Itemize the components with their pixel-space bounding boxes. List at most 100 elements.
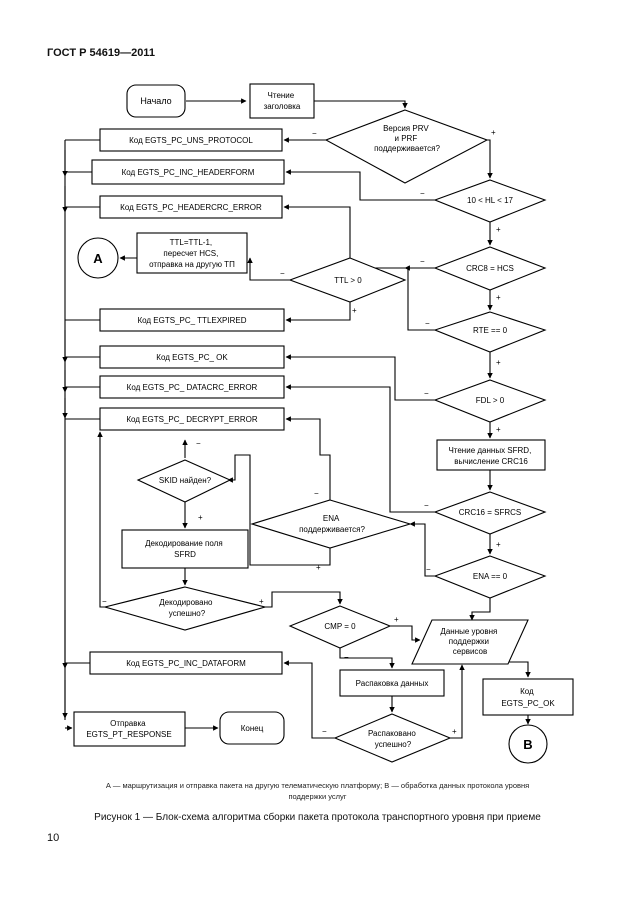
ena-supported-diamond	[250, 499, 412, 549]
end-label: Конец	[241, 724, 264, 733]
fdl-check-diamond	[433, 379, 547, 423]
read-sfrd-line: Чтение данных SFRD,	[448, 446, 531, 455]
code-headercrc-error-box	[99, 195, 283, 219]
send-response-box	[73, 711, 186, 747]
branch-yes: +	[394, 615, 399, 624]
send-response-line: Отправка	[110, 719, 146, 728]
svg-text:Чтение заголовка: Чтение заголовка	[264, 91, 301, 111]
branch-yes: +	[496, 293, 501, 302]
unpack-success-diamond	[333, 713, 452, 763]
branch-no: −	[420, 257, 425, 266]
decode-sfrd-line: SFRD	[174, 550, 196, 559]
version-check-line: Версия PRV	[383, 124, 429, 133]
footnote-line: А — маршрутизация и отправка пакета на д…	[105, 781, 530, 790]
branch-no: −	[424, 389, 429, 398]
code-headercrc-error-label: Код EGTS_PC_HEADERCRC_ERROR	[120, 203, 262, 212]
code-inc-dataform-label: Код EGTS_PC_INC_DATAFORM	[126, 659, 246, 668]
svg-text:TTL=TTL-1, пересчет HCS,: TTL=TTL-1, пересчет HCS, отправка на дру…	[149, 238, 235, 269]
flow-lines	[62, 98, 531, 739]
decode-success-diamond	[102, 586, 268, 631]
branch-no: −	[420, 189, 425, 198]
version-check-diamond	[324, 109, 489, 184]
code-unsupported-protocol-label: Код EGTS_PC_UNS_PROTOCOL	[129, 136, 253, 145]
start-terminal	[126, 84, 186, 118]
ena-check-label: ENA == 0	[473, 572, 508, 581]
ena-check-diamond	[433, 555, 547, 599]
crc8-check-diamond	[433, 246, 547, 291]
read-header-line: заголовка	[264, 102, 301, 111]
branch-yes: +	[452, 727, 457, 736]
branch-no: −	[196, 439, 201, 448]
branch-no: −	[426, 565, 431, 574]
skid-check-diamond	[136, 459, 232, 503]
branch-yes: +	[491, 128, 496, 137]
crc16-check-diamond	[433, 491, 547, 535]
cmp-check-diamond	[288, 605, 392, 649]
code-ok-final-line: Код	[520, 687, 534, 696]
ttl-decrement-line: пересчет HCS,	[163, 249, 218, 258]
page-number: 10	[47, 832, 60, 844]
branch-no: −	[312, 129, 317, 138]
end-terminal	[219, 711, 285, 745]
branch-no: −	[280, 269, 285, 278]
branch-no: −	[102, 597, 107, 606]
decode-success-line: Декодировано	[159, 598, 213, 607]
read-sfrd-box	[436, 439, 546, 471]
branch-yes: +	[496, 225, 501, 234]
figure-caption: Рисунок 1 — Блок-схема алгоритма сборки …	[94, 812, 541, 823]
code-ttl-expired-box	[99, 308, 285, 332]
send-response-line: EGTS_PT_RESPONSE	[86, 730, 171, 739]
code-ok-box	[99, 345, 285, 369]
svg-text:Декодирование поля SFRD: Декодирование поля SFRD	[145, 539, 225, 559]
branch-yes: +	[259, 597, 264, 606]
version-check-line: поддерживается?	[374, 144, 440, 153]
crc16-check-label: CRC16 = SFRCS	[459, 508, 521, 517]
code-ok-final-line: EGTS_PC_OK	[501, 699, 555, 708]
service-data-line: поддержки	[449, 637, 489, 646]
ttl-check-diamond	[288, 257, 407, 303]
branch-no: −	[322, 727, 327, 736]
ttl-decrement-line: отправка на другую ТП	[149, 260, 235, 269]
skid-check-label: SKID найден?	[159, 476, 212, 485]
branch-yes: +	[352, 306, 357, 315]
code-inc-dataform-box	[89, 651, 283, 675]
branch-labels: − + − + − + − − + + − + − + − − + − + − …	[102, 128, 501, 736]
branch-yes: +	[496, 425, 501, 434]
connector-b-label: В	[523, 737, 532, 752]
svg-text:Чтение данных SFRD, вычи: Чтение данных SFRD, вычисление CRC16	[448, 446, 533, 466]
rte-check-label: RTE == 0	[473, 326, 508, 335]
connector-b-circle	[508, 724, 548, 764]
read-sfrd-line: вычисление CRC16	[454, 457, 528, 466]
rte-check-diamond	[433, 311, 547, 353]
hl-check-diamond	[433, 179, 547, 223]
unpack-data-label: Распаковка данных	[356, 679, 429, 688]
ena-supported-line: ENA	[323, 514, 340, 523]
connector-a-circle	[77, 237, 119, 279]
cmp-check-label: CMP = 0	[324, 622, 356, 631]
svg-text:Версия PRV и PRF п: Версия PRV и PRF поддерживается?	[374, 124, 440, 153]
ttl-decrement-box	[136, 232, 248, 274]
version-check-line: и PRF	[395, 134, 418, 143]
footnote-line: поддержки услуг	[288, 792, 347, 801]
code-ok-label: Код EGTS_PC_ OK	[156, 353, 228, 362]
branch-no: −	[425, 319, 430, 328]
decode-success-line: успешно?	[169, 609, 206, 618]
connector-a-label: А	[93, 251, 103, 266]
branch-yes: +	[198, 513, 203, 522]
start-label: Начало	[140, 96, 171, 106]
code-decrypt-error-box	[99, 407, 285, 431]
unpack-success-line: успешно?	[375, 740, 412, 749]
svg-text:Декодировано успешно?: Декодировано успешно?	[159, 598, 214, 618]
code-ttl-expired-label: Код EGTS_PC_ TTLEXPIRED	[137, 316, 246, 325]
branch-yes: +	[496, 540, 501, 549]
decode-sfrd-line: Декодирование поля	[145, 539, 223, 548]
read-header-line: Чтение	[268, 91, 295, 100]
branch-no: −	[314, 489, 319, 498]
footnote: А — маршрутизация и отправка пакета на д…	[40, 780, 595, 802]
service-data-parallelogram	[411, 619, 529, 665]
fdl-check-label: FDL > 0	[476, 396, 505, 405]
code-inc-headerform-label: Код EGTS_PC_INC_HEADERFORM	[122, 168, 255, 177]
branch-no: −	[424, 501, 429, 510]
service-data-line: сервисов	[453, 647, 487, 656]
